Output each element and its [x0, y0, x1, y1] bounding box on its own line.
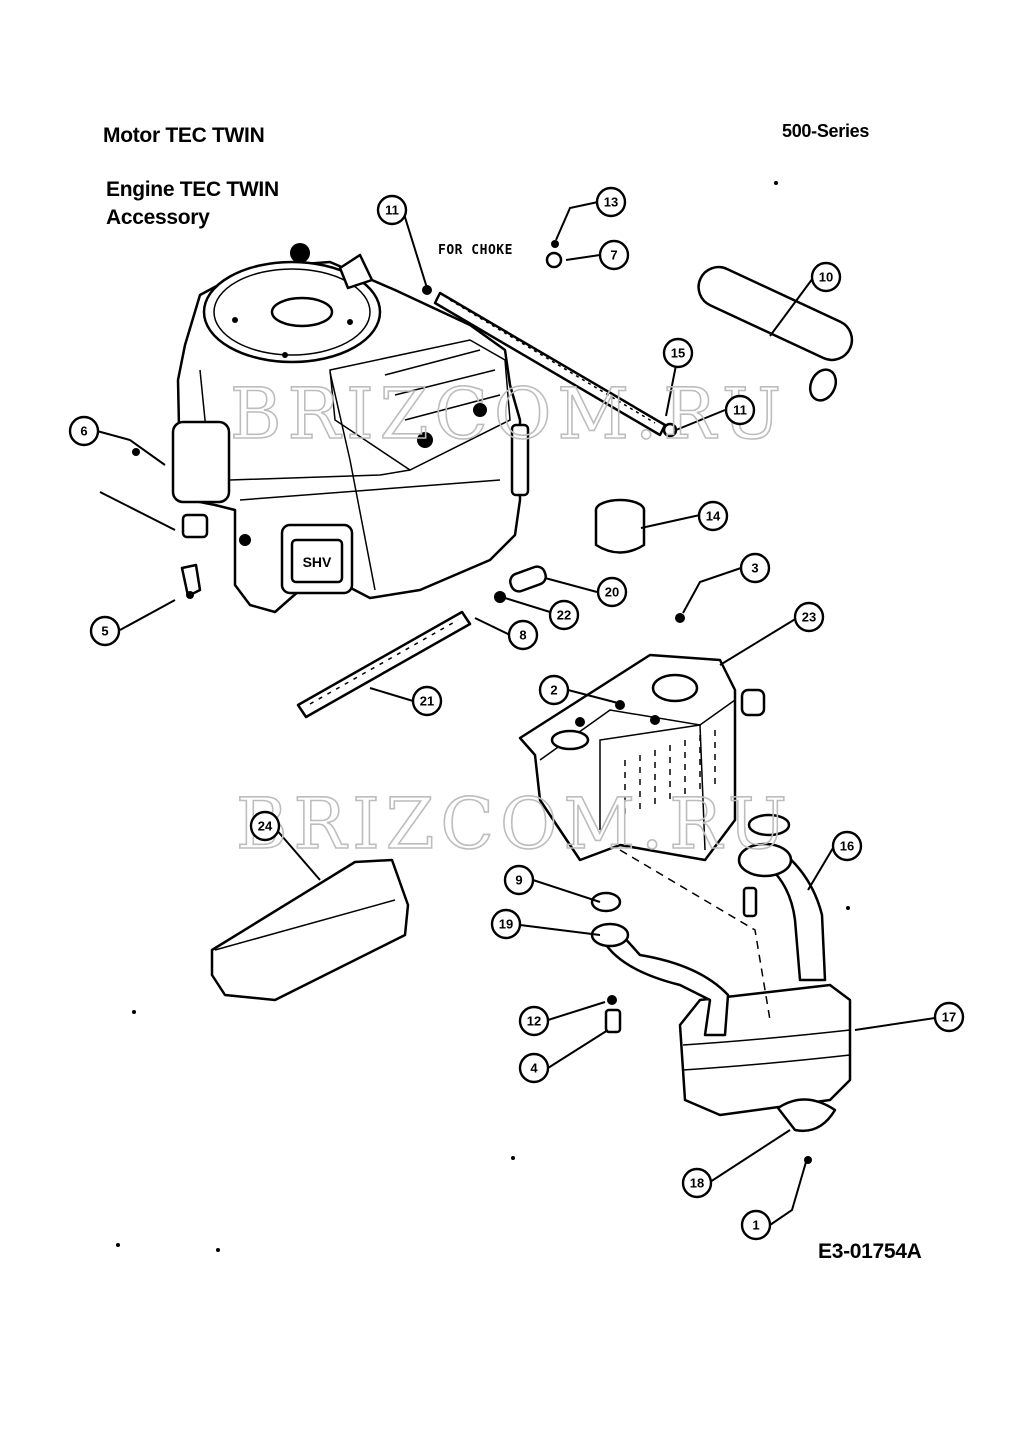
callout-8: 8 [507, 619, 539, 651]
svg-text:17: 17 [942, 1010, 956, 1025]
callout-14: 14 [697, 500, 729, 532]
svg-text:6: 6 [80, 424, 87, 439]
callout-17: 17 [933, 1001, 965, 1033]
choke-annotation: FOR CHOKE [438, 243, 513, 258]
callout-15: 15 [662, 337, 694, 369]
callout-19: 19 [490, 908, 522, 940]
callout-4: 4 [518, 1052, 550, 1084]
callout-6: 6 [68, 415, 100, 447]
callout-20: 20 [596, 576, 628, 608]
air-cleaner-cover [210, 858, 410, 1002]
svg-text:8: 8 [519, 628, 526, 643]
svg-text:7: 7 [610, 248, 617, 263]
diagram-code: E3-01754A [818, 1240, 922, 1263]
svg-text:2: 2 [550, 683, 557, 698]
callout-16: 16 [831, 830, 863, 862]
diagram-title-english: Engine TEC TWIN [106, 178, 279, 201]
svg-text:18: 18 [690, 1176, 704, 1191]
svg-text:10: 10 [819, 270, 833, 285]
svg-text:1: 1 [752, 1218, 759, 1233]
svg-text:24: 24 [258, 819, 273, 834]
svg-text:11: 11 [733, 403, 747, 418]
muffler-shield [518, 653, 766, 862]
hose [296, 610, 472, 719]
callout-13: 13 [595, 186, 627, 218]
svg-text:9: 9 [515, 873, 522, 888]
watermark-bottom: BRIZCOM.RU [236, 783, 793, 865]
callout-18: 18 [681, 1167, 713, 1199]
callout-11-top: 11 [376, 194, 408, 226]
svg-text:SHV: SHV [303, 554, 332, 570]
callout-23: 23 [793, 601, 825, 633]
svg-text:20: 20 [605, 585, 619, 600]
svg-text:13: 13 [604, 195, 618, 210]
callout-1: 1 [740, 1209, 772, 1241]
svg-text:23: 23 [802, 610, 816, 625]
leader-lines [96, 201, 936, 1226]
watermark-top: BRIZCOM.RU [230, 373, 787, 455]
callout-3: 3 [739, 552, 771, 584]
callout-2: 2 [538, 674, 570, 706]
diagram-title-german: Motor TEC TWIN [103, 124, 265, 147]
hardware-parts [132, 240, 854, 623]
svg-text:16: 16 [840, 839, 854, 854]
svg-text:15: 15 [671, 346, 685, 361]
callout-22: 22 [548, 599, 580, 631]
stray-marks [116, 181, 850, 1252]
svg-text:22: 22 [557, 608, 571, 623]
callout-9: 9 [503, 864, 535, 896]
svg-text:5: 5 [101, 624, 108, 639]
svg-text:19: 19 [499, 917, 513, 932]
muffler [590, 813, 852, 1164]
diagram-subtitle: Accessory [106, 206, 210, 229]
engine-block: SHV [171, 243, 530, 614]
callout-24: 24 [249, 810, 281, 842]
callout-21: 21 [411, 685, 443, 717]
callout-5: 5 [89, 615, 121, 647]
svg-text:3: 3 [751, 561, 758, 576]
svg-text:12: 12 [527, 1014, 541, 1029]
svg-text:11: 11 [385, 203, 399, 218]
series-label: 500-Series [782, 121, 870, 141]
callout-7: 7 [598, 239, 630, 271]
svg-text:14: 14 [706, 509, 721, 524]
svg-text:21: 21 [420, 694, 434, 709]
callout-10: 10 [810, 261, 842, 293]
callout-12: 12 [518, 1005, 550, 1037]
svg-text:4: 4 [530, 1061, 538, 1076]
callout-11-right: 11 [724, 394, 756, 426]
